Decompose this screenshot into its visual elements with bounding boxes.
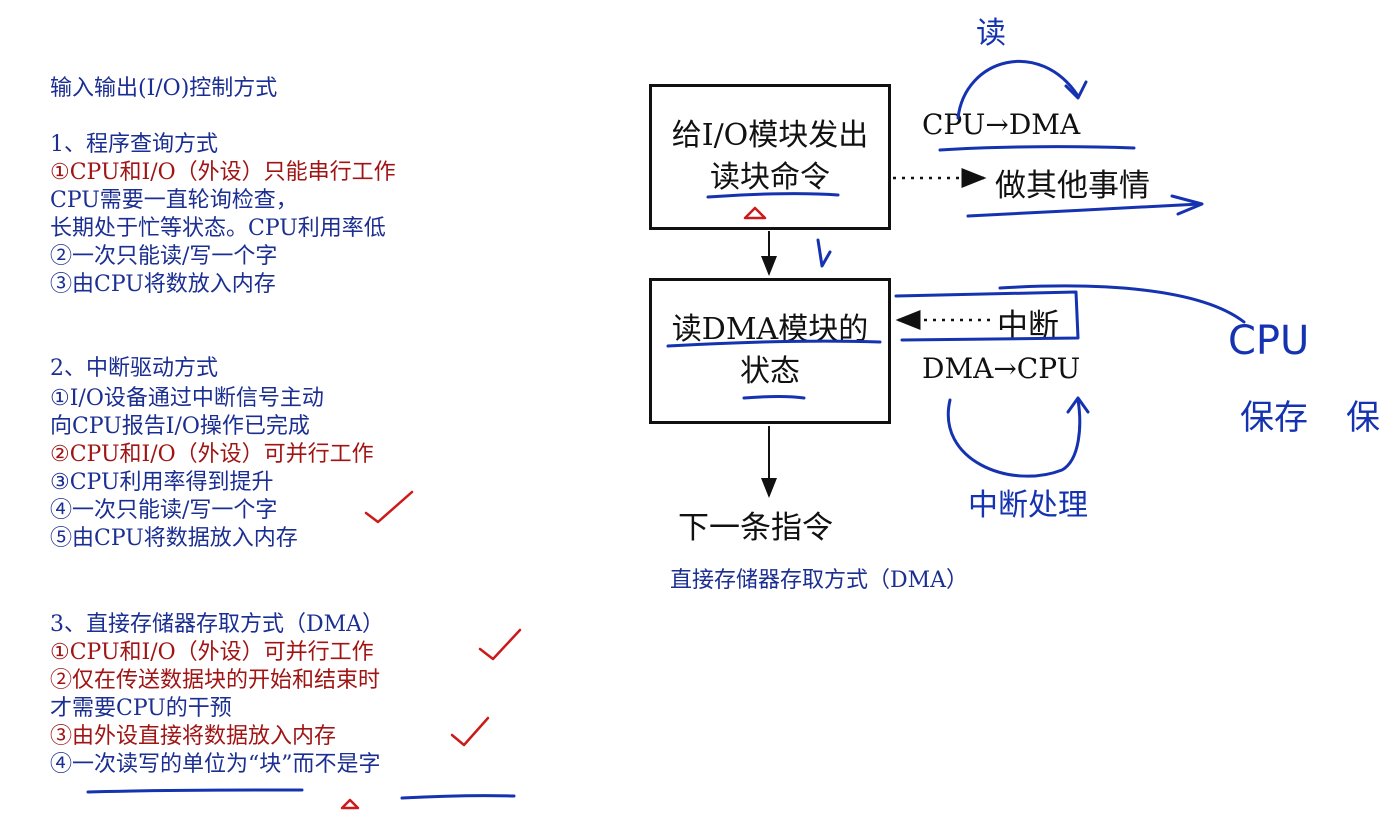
label-next-instruction: 下一条指令 bbox=[678, 510, 833, 546]
box-issue-read-command: 给I/O模块发出 读块命令 bbox=[649, 84, 891, 230]
sec2-heading: 2、中断驱动方式 bbox=[50, 356, 218, 381]
check-mark-1 bbox=[364, 490, 414, 524]
red-triangle-diagram bbox=[743, 206, 767, 220]
sec1-heading: 1、程序查询方式 bbox=[50, 132, 218, 157]
sec2-line-6: ⑤由CPU将数据放入内存 bbox=[50, 526, 298, 551]
ink-arc-top-head bbox=[1064, 80, 1088, 100]
hw-cpu: CPU bbox=[1228, 318, 1310, 364]
sec2-line-2: 向CPU报告I/O操作已完成 bbox=[50, 414, 310, 439]
ink-arc-top bbox=[956, 59, 1080, 120]
red-triangle-notes bbox=[340, 798, 360, 810]
hw-protect: 保 bbox=[1346, 398, 1380, 438]
sec1-line-2: CPU需要一直轮询检查， bbox=[50, 188, 298, 213]
hw-interrupt-handler: 中断处理 bbox=[968, 488, 1088, 523]
sec3-line-1: ①CPU和I/O（外设）可并行工作 bbox=[50, 640, 374, 665]
hw-save: 保存 bbox=[1240, 398, 1308, 438]
ink-underline-box2a bbox=[666, 339, 882, 348]
sec3-line-3: 才需要CPU的干预 bbox=[50, 696, 232, 721]
label-dma-to-cpu: DMA→CPU bbox=[922, 352, 1081, 385]
ink-underline-other bbox=[966, 202, 1202, 218]
sec2-line-3: ②CPU和I/O（外设）可并行工作 bbox=[50, 442, 374, 467]
label-cpu-to-dma: CPU→DMA bbox=[922, 108, 1081, 141]
ink-arc-bottom-head bbox=[1066, 396, 1090, 414]
ink-underline-other-head bbox=[1170, 194, 1204, 216]
sec3-line-5: ④一次读写的单位为“块”而不是字 bbox=[50, 752, 381, 777]
ink-underline-cpu-dma bbox=[938, 145, 1136, 152]
ink-arc-bottom bbox=[946, 398, 1082, 478]
check-mark-3 bbox=[450, 716, 490, 747]
check-mark-2 bbox=[478, 628, 522, 661]
ink-bracket-interrupt bbox=[894, 290, 1080, 342]
box-read-dma-status: 读DMA模块的 状态 bbox=[649, 278, 891, 424]
sec3-heading: 3、直接存储器存取方式（DMA） bbox=[50, 612, 385, 637]
sec1-line-4: ②一次只能读/写一个字 bbox=[50, 244, 278, 269]
notes-title: 输入输出(I/O)控制方式 bbox=[50, 76, 278, 101]
sec2-line-5: ④一次只能读/写一个字 bbox=[50, 498, 278, 523]
hw-read: 读 bbox=[976, 16, 1006, 51]
ink-underline-box2b bbox=[742, 395, 806, 400]
ink-underline-left-b bbox=[400, 794, 516, 800]
sec1-line-3: 长期处于忙等状态。CPU利用率低 bbox=[50, 216, 386, 241]
sec2-line-4: ③CPU利用率得到提升 bbox=[50, 470, 274, 495]
ink-stroke-to-cpu bbox=[998, 284, 1246, 324]
sec3-line-2: ②仅在传送数据块的开始和结束时 bbox=[50, 668, 381, 693]
ink-underline-box1 bbox=[706, 192, 840, 199]
sec1-line-1: ①CPU和I/O（外设）只能串行工作 bbox=[50, 160, 396, 185]
sec2-line-1: ①I/O设备通过中断信号主动 bbox=[50, 386, 324, 411]
box1-line-1: 给I/O模块发出 bbox=[671, 118, 869, 153]
box1-line-2: 读块命令 bbox=[710, 160, 830, 195]
label-do-other-things: 做其他事情 bbox=[995, 168, 1150, 204]
diagram-caption: 直接存储器存取方式（DMA） bbox=[670, 568, 969, 593]
box2-line-2: 状态 bbox=[740, 354, 800, 389]
ink-underline-left-a bbox=[86, 788, 304, 794]
ink-small-down-arrow bbox=[816, 238, 832, 268]
sec1-line-5: ③由CPU将数放入内存 bbox=[50, 272, 276, 297]
sec3-line-4: ③由外设直接将数据放入内存 bbox=[50, 724, 337, 749]
